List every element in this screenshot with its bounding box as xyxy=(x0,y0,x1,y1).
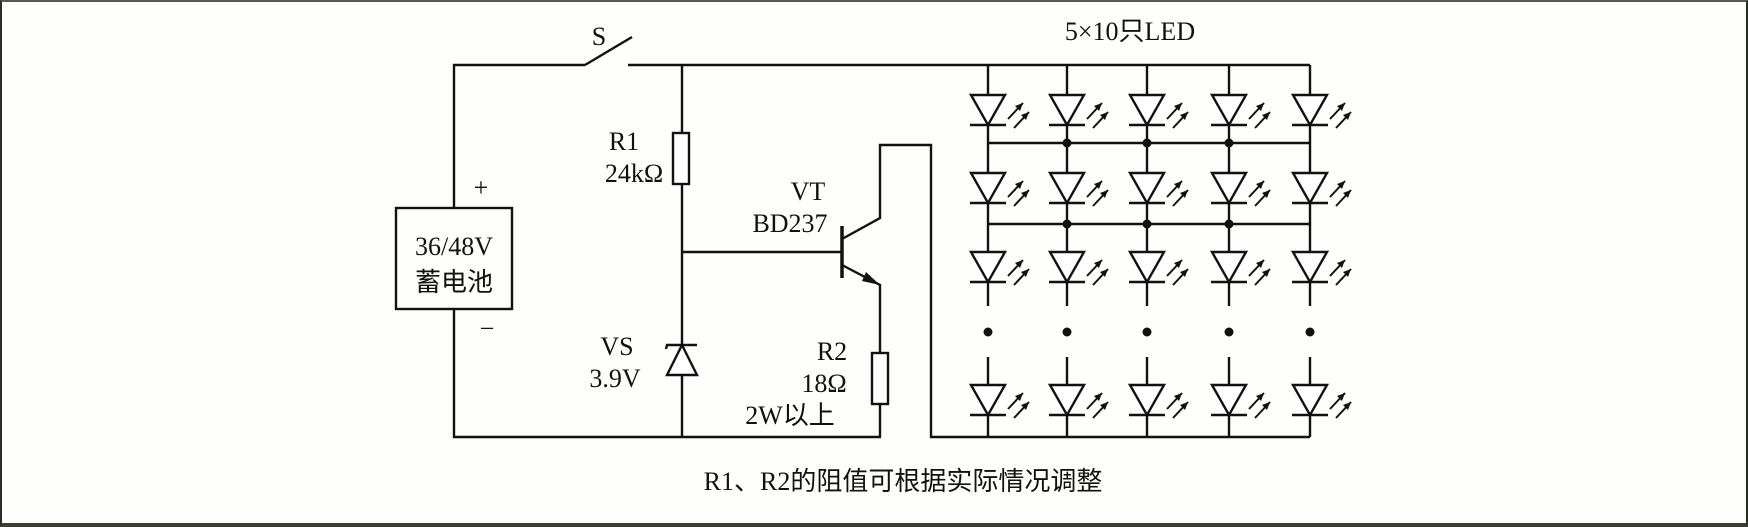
led-triangle xyxy=(1127,93,1167,128)
ellipsis-dot xyxy=(983,327,993,337)
ellipsis-dot xyxy=(1142,327,1152,337)
r2-label: R2 xyxy=(817,337,847,366)
battery-name-label: 蓄电池 xyxy=(415,268,493,297)
led-arrowhead-icon xyxy=(1262,112,1270,120)
ellipsis-dot xyxy=(1224,327,1234,337)
led-arrowhead-icon xyxy=(1180,190,1188,198)
zener-diode: VS 3.9V xyxy=(589,332,699,393)
led-arrowhead-icon xyxy=(1343,402,1351,410)
switch-blade xyxy=(584,35,633,67)
led-triangle xyxy=(1290,383,1330,418)
led-arrowhead-icon xyxy=(1094,181,1102,189)
zener-bar xyxy=(664,343,697,350)
switch-label: S xyxy=(592,22,606,51)
r2-power: 2W以上 xyxy=(745,401,835,430)
led-triangle xyxy=(1290,250,1330,285)
led-arrowhead-icon xyxy=(1256,103,1264,111)
led-array-label: 5×10只LED xyxy=(1065,17,1195,46)
transistor-model: BD237 xyxy=(752,209,827,238)
led-arrowhead-icon xyxy=(1015,181,1023,189)
led-arrowhead-icon xyxy=(1094,393,1102,401)
battery: 36/48V 蓄电池 + − xyxy=(394,173,514,343)
battery-minus-label: − xyxy=(480,314,495,343)
led-array: 5×10只LED xyxy=(968,17,1352,439)
led-arrowhead-icon xyxy=(1094,260,1102,268)
zener-label: VS xyxy=(600,332,633,361)
led-triangle xyxy=(1127,383,1167,418)
led-arrowhead-icon xyxy=(1256,181,1264,189)
battery-plus-label: + xyxy=(474,173,489,202)
led-arrowhead-icon xyxy=(1015,103,1023,111)
transistor-label: VT xyxy=(791,177,826,206)
led-arrowhead-icon xyxy=(1256,260,1264,268)
led-arrowhead-icon xyxy=(1021,402,1029,410)
led-triangle xyxy=(968,93,1008,128)
led-arrowhead-icon xyxy=(1337,260,1345,268)
r2-value: 18Ω xyxy=(801,369,846,398)
led-triangle xyxy=(968,383,1008,418)
led-arrowhead-icon xyxy=(1343,112,1351,120)
led-arrowhead-icon xyxy=(1021,190,1029,198)
r2-branch: R2 18Ω 2W以上 xyxy=(745,337,890,437)
collector-wire xyxy=(841,143,988,439)
switch-s: S xyxy=(584,22,1310,67)
led-triangle xyxy=(1290,171,1330,206)
ellipsis-dot xyxy=(1305,327,1315,337)
led-triangle xyxy=(1209,383,1249,418)
diagram-caption: R1、R2的阻值可根据实际情况调整 xyxy=(704,467,1103,496)
battery-voltage-label: 36/48V xyxy=(415,232,493,261)
led-arrowhead-icon xyxy=(1180,402,1188,410)
zener-value: 3.9V xyxy=(589,364,641,393)
led-arrowhead-icon xyxy=(1015,393,1023,401)
led-arrowhead-icon xyxy=(1021,269,1029,277)
led-arrowhead-icon xyxy=(1337,103,1345,111)
emitter-arrow-icon xyxy=(862,272,880,285)
led-arrowhead-icon xyxy=(1174,103,1182,111)
led-arrowhead-icon xyxy=(1021,112,1029,120)
led-arrowhead-icon xyxy=(1174,260,1182,268)
led-triangle xyxy=(1047,383,1087,418)
led-triangle xyxy=(968,171,1008,206)
led-triangle xyxy=(1127,250,1167,285)
led-arrowhead-icon xyxy=(1094,103,1102,111)
led-arrowhead-icon xyxy=(1337,393,1345,401)
battery-wiring xyxy=(452,63,881,439)
transistor-vt: VT BD237 xyxy=(682,143,988,439)
led-arrowhead-icon xyxy=(1337,181,1345,189)
led-arrowhead-icon xyxy=(1174,181,1182,189)
led-triangle xyxy=(1047,250,1087,285)
led-arrowhead-icon xyxy=(1100,190,1108,198)
led-arrowhead-icon xyxy=(1262,402,1270,410)
led-arrowhead-icon xyxy=(1180,269,1188,277)
r1-branch: R1 24kΩ xyxy=(605,65,691,437)
led-triangle xyxy=(1209,250,1249,285)
led-arrowhead-icon xyxy=(1343,190,1351,198)
led-triangle xyxy=(968,250,1008,285)
led-arrowhead-icon xyxy=(1180,112,1188,120)
battery-box xyxy=(394,206,514,311)
zener-triangle xyxy=(665,342,699,377)
led-arrowhead-icon xyxy=(1015,260,1023,268)
led-triangle xyxy=(1047,171,1087,206)
r1-resistor xyxy=(671,131,691,186)
led-arrowhead-icon xyxy=(1174,393,1182,401)
r1-value: 24kΩ xyxy=(605,159,663,188)
led-arrowhead-icon xyxy=(1262,190,1270,198)
led-arrowhead-icon xyxy=(1100,269,1108,277)
emitter-wire xyxy=(841,263,882,352)
led-triangle xyxy=(1127,171,1167,206)
r1-label: R1 xyxy=(609,127,639,156)
led-arrowhead-icon xyxy=(1262,269,1270,277)
led-triangle xyxy=(1209,93,1249,128)
ellipsis-dot xyxy=(1062,327,1072,337)
led-arrowhead-icon xyxy=(1256,393,1264,401)
r2-resistor xyxy=(870,351,890,406)
led-triangle xyxy=(1290,93,1330,128)
led-triangle xyxy=(1209,171,1249,206)
led-arrowhead-icon xyxy=(1100,402,1108,410)
led-triangle xyxy=(1047,93,1087,128)
led-arrowhead-icon xyxy=(1343,269,1351,277)
led-arrowhead-icon xyxy=(1100,112,1108,120)
